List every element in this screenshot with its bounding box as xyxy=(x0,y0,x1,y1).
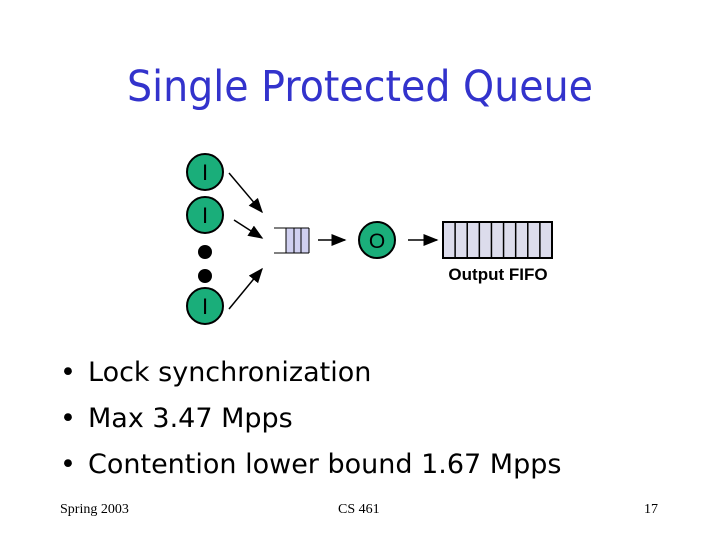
bullet-item: •Max 3.47 Mpps xyxy=(60,403,293,434)
input-node-1: I xyxy=(186,153,224,191)
bullet-list: •Lock synchronization •Max 3.47 Mpps •Co… xyxy=(60,350,561,488)
input-label: I xyxy=(202,203,208,228)
slide-title: Single Protected Queue xyxy=(126,62,594,112)
arrow xyxy=(233,219,264,239)
footer-date: Spring 2003 xyxy=(60,502,129,517)
output-label: O xyxy=(369,230,385,253)
footer-course: CS 461 xyxy=(338,502,380,517)
slide-number: 17 xyxy=(644,502,658,517)
input-label: I xyxy=(202,294,208,319)
arrow xyxy=(228,172,263,214)
output-fifo xyxy=(442,221,553,259)
bullet-item: •Contention lower bound 1.67 Mpps xyxy=(60,449,562,480)
bullet-text: Lock synchronization xyxy=(88,357,372,388)
input-node-3: I xyxy=(186,287,224,325)
bullet-item: •Lock synchronization xyxy=(60,357,372,388)
arrow xyxy=(228,267,263,310)
bullet-text: Contention lower bound 1.67 Mpps xyxy=(88,449,562,480)
ellipsis-dot xyxy=(198,269,212,283)
input-label: I xyxy=(202,160,208,185)
output-node: O xyxy=(358,221,396,259)
bullet-text: Max 3.47 Mpps xyxy=(88,403,293,434)
input-node-2: I xyxy=(186,196,224,234)
shared-queue xyxy=(274,227,310,254)
fifo-label: Output FIFO xyxy=(448,265,547,284)
ellipsis-dot xyxy=(198,245,212,259)
